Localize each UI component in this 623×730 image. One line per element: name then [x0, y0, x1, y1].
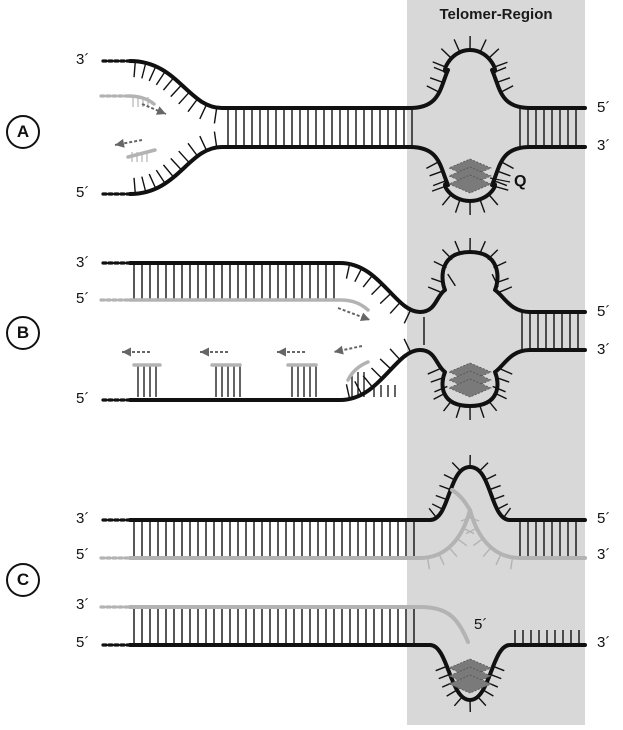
base-pair-tick — [142, 177, 146, 193]
strand — [130, 147, 410, 194]
base-pair-tick — [188, 143, 198, 156]
end-label: 3´ — [597, 137, 610, 155]
telomer-region-title: Telomer-Region — [407, 6, 585, 23]
end-label: 5´ — [76, 546, 89, 564]
end-label: 3´ — [597, 634, 610, 652]
end-label: 5´ — [474, 616, 487, 634]
base-pair-tick — [179, 92, 190, 104]
panel-label-c: C — [6, 563, 40, 597]
end-label: 5´ — [597, 303, 610, 321]
base-pair-tick — [200, 136, 207, 150]
base-pair-tick — [363, 275, 372, 287]
base-pair-tick — [149, 174, 156, 189]
end-label: 5´ — [76, 184, 89, 202]
base-pair-tick — [179, 151, 190, 163]
base-pair-tick — [156, 71, 165, 84]
leading-strand — [130, 300, 368, 310]
arrow-head — [200, 348, 209, 357]
end-label: 3´ — [597, 341, 610, 359]
base-pair-tick — [188, 99, 198, 112]
base-pair-tick — [346, 384, 349, 399]
base-pair-tick — [200, 104, 207, 118]
end-label: 3´ — [597, 546, 610, 564]
base-pair-tick — [142, 63, 146, 79]
end-label: 5´ — [597, 510, 610, 528]
quadruplex-label: Q — [514, 173, 526, 191]
base-pair-tick — [372, 284, 383, 295]
base-pair-tick — [380, 293, 391, 303]
arrow-head — [277, 348, 286, 357]
base-pair-tick — [214, 132, 216, 148]
arrow-head — [115, 139, 125, 148]
base-pair-tick — [390, 302, 400, 313]
arrow-head — [122, 348, 131, 357]
base-pair-tick — [390, 349, 400, 360]
base-pair-tick — [380, 359, 391, 369]
strand — [130, 350, 420, 400]
end-label: 5´ — [76, 290, 89, 308]
end-label: 5´ — [76, 634, 89, 652]
base-pair-tick — [346, 264, 349, 279]
end-label: 3´ — [76, 596, 89, 614]
end-label: 5´ — [597, 99, 610, 117]
base-pair-tick — [134, 178, 135, 194]
end-label: 3´ — [76, 51, 89, 69]
base-pair-tick — [163, 165, 173, 177]
base-pair-tick — [163, 78, 173, 90]
primer — [128, 96, 154, 104]
base-pair-tick — [149, 66, 156, 81]
panel-label-a: A — [6, 115, 40, 149]
strand — [130, 61, 410, 108]
end-label: 5´ — [76, 390, 89, 408]
base-pair-tick — [171, 158, 182, 170]
base-pair-tick — [156, 170, 165, 183]
base-pair-tick — [371, 368, 382, 379]
base-pair-tick — [171, 85, 182, 97]
end-label: 3´ — [76, 254, 89, 272]
panel-label-b: B — [6, 316, 40, 350]
arrow-head — [334, 346, 344, 355]
end-label: 3´ — [76, 510, 89, 528]
base-pair-tick — [355, 268, 362, 281]
base-pair-tick — [134, 61, 135, 77]
base-pair-tick — [214, 108, 216, 124]
